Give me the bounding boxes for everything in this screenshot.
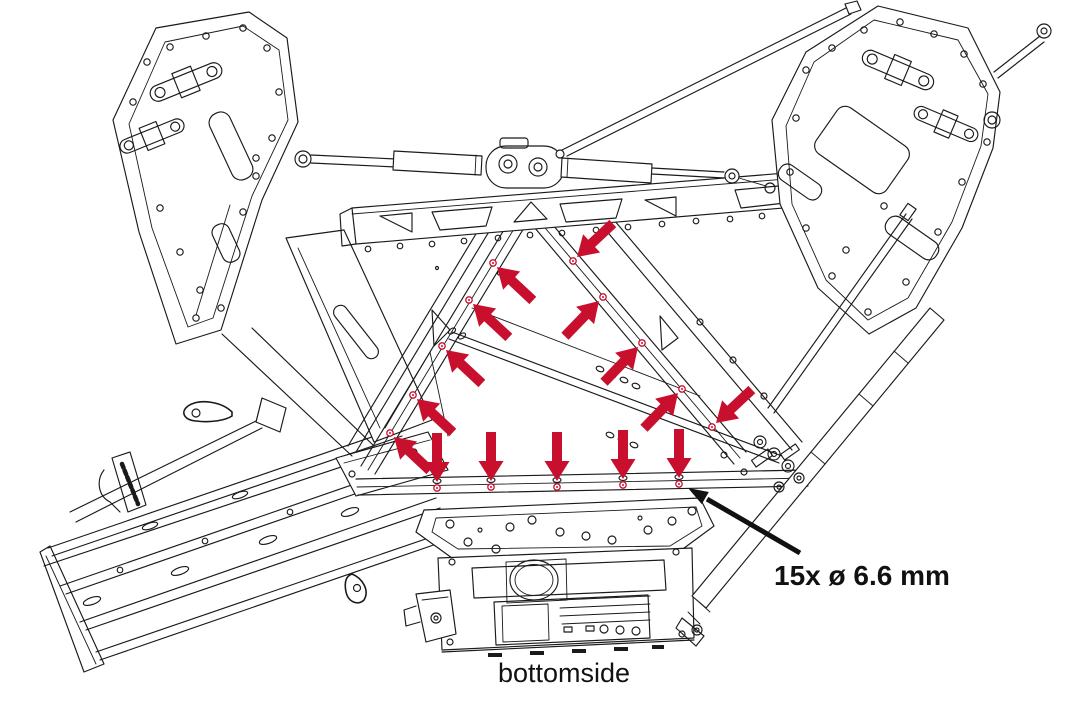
hole-marker-dot	[490, 486, 492, 488]
red-arrow-icon	[478, 432, 504, 481]
bolt-hole-markers	[387, 258, 715, 491]
hole-marker-dot	[412, 394, 414, 396]
red-arrow-icon	[446, 350, 486, 388]
hole-marker-dot	[678, 483, 680, 485]
hole-marker-dot	[556, 486, 558, 488]
red-arrow-icon	[600, 347, 638, 386]
hole-marker-dot	[622, 484, 624, 486]
push-rods	[556, 1, 1051, 413]
hole-marker-dot	[492, 262, 494, 264]
hole-marker-dot	[681, 388, 683, 390]
hole-marker-dot	[389, 432, 391, 434]
roller-cluster	[752, 436, 804, 492]
annotation-label: 15x ø 6.6 mm	[774, 560, 950, 591]
red-arrow-icon	[716, 385, 756, 423]
hole-marker-dot	[572, 260, 574, 262]
bottom-mount-rail	[356, 452, 808, 495]
hole-marker-dot	[602, 296, 604, 298]
direction-arrows	[394, 219, 756, 482]
hole-marker-dot	[441, 345, 443, 347]
left-slide-rail	[40, 398, 448, 672]
hole-marker-dot	[641, 342, 643, 344]
red-arrow-icon	[561, 301, 599, 340]
leader-arrow	[688, 488, 800, 553]
red-arrow-icon	[610, 430, 636, 479]
red-arrow-icon	[473, 304, 513, 342]
red-arrow-icon	[417, 399, 457, 437]
pedal-box	[404, 498, 714, 657]
red-arrow-icon	[497, 267, 537, 305]
hole-marker-dot	[711, 426, 713, 428]
red-arrow-icon	[640, 393, 678, 432]
leader-line	[707, 499, 800, 553]
hole-marker-dot	[468, 299, 470, 301]
center-v-frame	[348, 210, 802, 474]
red-arrow-icon	[577, 219, 617, 257]
damper-assembly	[295, 138, 775, 193]
seat-wall-plate	[222, 230, 432, 456]
left-wing-plate	[113, 12, 298, 344]
right-wing-plate	[772, 6, 1000, 334]
red-arrow-icon	[544, 432, 570, 481]
red-arrow-icon	[666, 429, 692, 478]
red-arrow-icon	[424, 433, 450, 482]
caption-label: bottomside	[498, 658, 630, 688]
red-arrow-icon	[394, 437, 434, 475]
right-cylinder-strut	[676, 308, 944, 646]
leader-arrowhead-icon	[688, 488, 709, 505]
hole-marker-dot	[436, 487, 438, 489]
